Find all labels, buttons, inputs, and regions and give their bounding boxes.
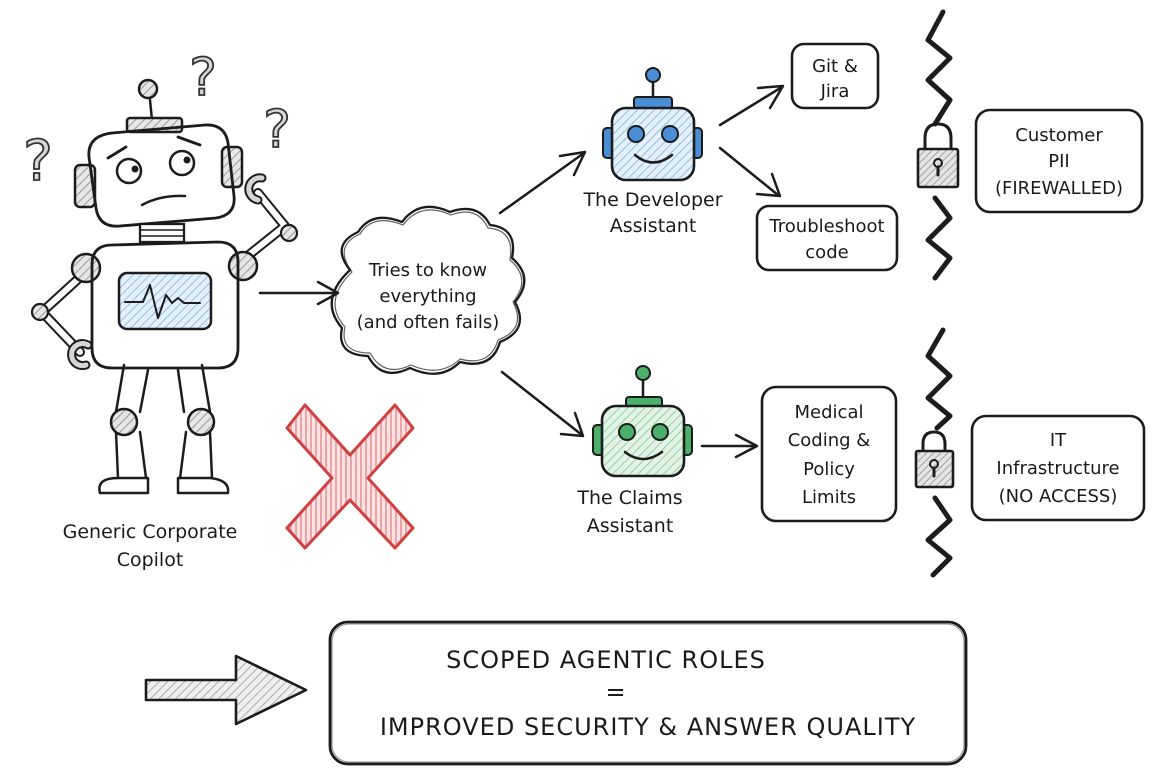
task-text: Git & <box>812 56 858 77</box>
generic-copilot-label: Copilot <box>117 549 184 571</box>
task-text: Coding & <box>788 430 871 451</box>
thought-cloud: Tries to know everything (and often fail… <box>330 205 526 375</box>
restricted-text: Customer <box>1015 125 1103 146</box>
conclusion-equals: = <box>605 678 626 706</box>
big-arrow-icon <box>144 654 308 726</box>
restricted-box-it-infrastructure: IT Infrastructure (NO ACCESS) <box>970 414 1146 522</box>
arrow-to-cloud <box>258 280 340 306</box>
task-text: Jira <box>820 81 850 102</box>
task-box-medical-coding: Medical Coding & Policy Limits <box>760 385 898 523</box>
task-text: Troubleshoot <box>768 216 884 237</box>
cloud-text: everything <box>379 286 476 307</box>
question-mark-icon: ? <box>23 129 53 194</box>
arrow-to-claims <box>500 370 585 438</box>
arrow-to-troubleshoot <box>718 146 782 198</box>
heartbeat-icon <box>124 284 201 319</box>
task-box-troubleshoot: Troubleshoot code <box>755 204 899 272</box>
task-box-git-jira: Git & Jira <box>790 42 880 110</box>
claims-assistant-label: The Claims <box>576 487 682 509</box>
firewall-zigzag-top <box>925 9 953 281</box>
arrow-to-medical <box>700 433 759 459</box>
claims-assistant-robot <box>592 365 693 478</box>
task-text: Policy <box>803 459 855 480</box>
arrow-to-developer <box>498 150 587 215</box>
restricted-text: (NO ACCESS) <box>999 486 1118 507</box>
robot-body <box>90 240 240 370</box>
restricted-text: IT <box>1050 430 1067 451</box>
developer-assistant-label: Assistant <box>610 215 697 237</box>
task-text: Medical <box>795 402 864 423</box>
restricted-text: PII <box>1048 151 1069 172</box>
cloud-text: Tries to know <box>368 260 487 281</box>
question-mark-icon: ? <box>189 48 217 108</box>
generic-copilot-label: Generic Corporate <box>63 521 238 543</box>
developer-assistant-robot <box>602 67 703 182</box>
conclusion-box: SCOPED AGENTIC ROLES = IMPROVED SECURITY… <box>328 620 968 766</box>
conclusion-result: IMPROVED SECURITY & ANSWER QUALITY <box>380 713 916 741</box>
restricted-text: Infrastructure <box>996 458 1119 479</box>
question-mark-icon: ? <box>263 100 291 160</box>
generic-copilot-robot: ? ? ? <box>22 47 299 495</box>
restricted-box-customer-pii: Customer PII (FIREWALLED) <box>974 108 1144 214</box>
cloud-text: (and often fails) <box>357 312 500 333</box>
task-text: code <box>805 242 848 263</box>
heartbeat-screen <box>117 271 213 331</box>
restricted-text: (FIREWALLED) <box>995 178 1123 199</box>
conclusion-title: SCOPED AGENTIC ROLES <box>446 646 766 674</box>
developer-assistant-label: The Developer <box>582 189 722 211</box>
firewall-zigzag-bottom <box>925 327 953 578</box>
antenna-ball <box>137 78 159 100</box>
task-text: Limits <box>802 487 856 508</box>
arrow-to-git-jira <box>718 84 785 127</box>
lock-icon <box>914 430 955 489</box>
robot-head <box>87 123 236 228</box>
lock-icon <box>916 122 960 189</box>
claims-assistant-label: Assistant <box>587 515 674 537</box>
reject-x-icon <box>285 403 415 550</box>
